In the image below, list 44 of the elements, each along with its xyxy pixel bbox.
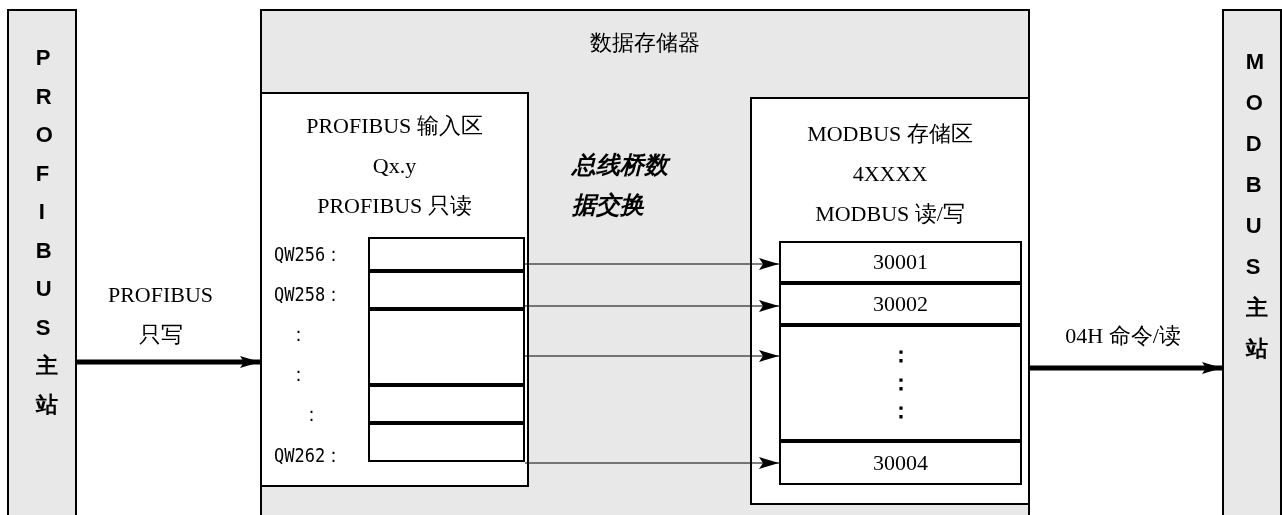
register-cell <box>368 237 525 271</box>
register-cell <box>779 441 1022 485</box>
register-cell <box>368 385 525 423</box>
edge-label: 04H 命令/读 <box>1064 322 1182 350</box>
arrow <box>524 258 780 270</box>
register-cell <box>779 325 1022 441</box>
register-value: 30001 <box>872 248 929 276</box>
arrow <box>524 350 780 362</box>
register-value: 30004 <box>872 449 929 477</box>
register-cell <box>779 283 1022 325</box>
address-label: QW258： <box>274 281 343 308</box>
exchange-label: 总线桥数据交换 <box>572 145 670 225</box>
address-label: ： <box>290 321 307 348</box>
ellipsis-mark: ： <box>888 341 913 369</box>
area-heading: PROFIBUS 只读 <box>316 192 473 220</box>
station-label: PROFIBUS主站 <box>35 44 58 419</box>
address-label: ： <box>303 401 320 428</box>
area-heading: MODBUS 读/写 <box>814 200 966 228</box>
area-heading: PROFIBUS 输入区 <box>305 112 484 140</box>
station-label: MODBUS主站 <box>1245 48 1268 363</box>
register-value: 30002 <box>872 290 929 318</box>
address-label: ： <box>290 361 307 388</box>
area-heading: MODBUS 存储区 <box>806 120 974 148</box>
arrow <box>1030 362 1222 374</box>
area-heading: Qx.y <box>371 152 418 180</box>
memory-area-box <box>260 92 529 487</box>
arrow <box>524 300 780 312</box>
arrow <box>77 356 260 368</box>
master-station-bar <box>7 9 77 515</box>
area-heading: 4XXXX <box>851 160 929 188</box>
address-label: QW256： <box>274 241 343 268</box>
address-label: QW262： <box>274 442 343 469</box>
register-cell <box>368 309 525 385</box>
area-heading: 数据存储器 <box>589 29 701 57</box>
ellipsis-mark: ： <box>888 369 913 397</box>
register-cell <box>368 271 525 309</box>
memory-panel <box>260 9 1030 515</box>
edge-label: PROFIBUS 只写 <box>106 281 215 349</box>
memory-area-box <box>750 97 1030 505</box>
register-cell <box>779 241 1022 283</box>
master-station-bar <box>1222 9 1282 515</box>
ellipsis-mark: ： <box>888 397 913 425</box>
arrow <box>524 457 780 469</box>
register-cell <box>368 423 525 462</box>
